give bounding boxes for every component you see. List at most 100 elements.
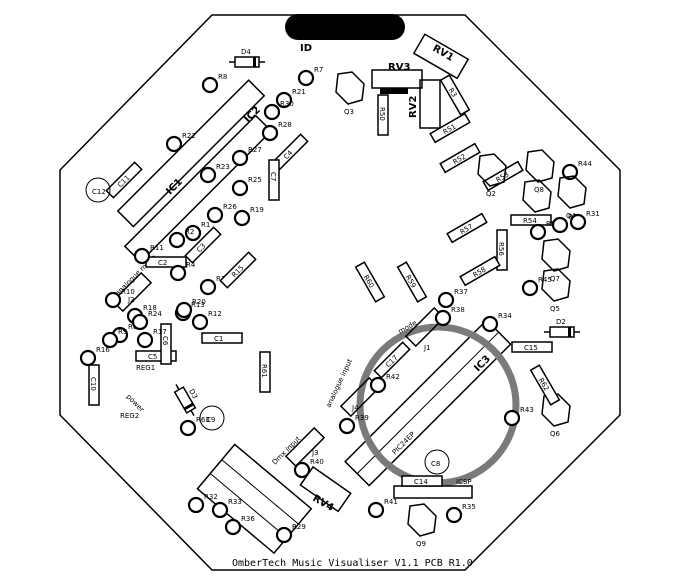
j4-label: J4	[351, 404, 359, 412]
footprint-r33: R33	[211, 498, 242, 519]
ref-r56: R56	[497, 242, 505, 256]
ref-r38: R38	[451, 306, 465, 314]
footprint-c17: C17	[373, 341, 411, 379]
footprint-q2: Q2	[477, 153, 507, 198]
ref-c8: C8	[431, 460, 440, 468]
rv1-label: RV1	[431, 43, 456, 64]
footprint-r29: R29	[275, 523, 306, 544]
footprint-c10: C10	[88, 364, 100, 406]
footprint-r50: R50	[377, 94, 389, 136]
ref-r12: R12	[208, 310, 222, 318]
footprint-d3: D3	[173, 384, 199, 416]
ref-r27: R27	[248, 146, 262, 154]
ref-r23: R23	[216, 163, 230, 171]
footprint-c1: C1	[201, 332, 243, 344]
ref-r26: R26	[223, 203, 237, 211]
ref-q3: Q3	[344, 108, 354, 116]
footprint-r44: R44	[561, 160, 592, 181]
footprint-r24: R24	[131, 310, 162, 331]
ref-c10: C10	[89, 377, 97, 391]
footprint-r38: R38	[434, 306, 465, 327]
pic-label: PIC24EP	[391, 430, 417, 456]
footprint-r42: R42	[369, 373, 400, 394]
footprint-r52: R52	[439, 142, 481, 174]
ref-c9: C9	[206, 416, 215, 424]
footprint-c15: C15	[511, 341, 553, 353]
footprint-r36: R36	[224, 515, 255, 536]
ref-c15: C15	[524, 344, 538, 352]
footprint-r27: R27	[231, 146, 262, 167]
ic1-label: IC1	[164, 177, 185, 198]
footprint-r16: R16	[79, 346, 110, 367]
footprint-r56: R56	[496, 229, 508, 271]
footprint-c8: C8	[424, 449, 450, 475]
ref-q5: Q5	[550, 305, 560, 313]
ref-r43: R43	[520, 406, 534, 414]
ref-c6: C6	[161, 336, 169, 346]
footprint-q6: Q6	[541, 393, 571, 438]
footprint-r43: R43	[503, 406, 534, 427]
ref-r24: R24	[148, 310, 162, 318]
footprint-c6: C6	[160, 323, 172, 365]
ref-r31: R31	[586, 210, 600, 218]
board-outline	[59, 14, 621, 571]
id-label: ID	[300, 43, 312, 54]
footprint-c5: C5	[135, 350, 177, 362]
ref-r16: R16	[96, 346, 110, 354]
footprint-q9: Q9	[407, 503, 437, 548]
ref-r39: R39	[355, 414, 369, 422]
ref-r42: R42	[386, 373, 400, 381]
footprint-r39: R39	[338, 414, 369, 435]
ref-r45: R45	[538, 276, 552, 284]
footprint-c12: C12	[85, 177, 111, 203]
footprint-r17: R17	[136, 328, 167, 349]
footprint-r4: R4	[169, 261, 196, 282]
rv4-label: RV4	[311, 493, 336, 514]
j2-label: J2	[127, 296, 135, 304]
footprint-r35: R35	[445, 503, 476, 524]
ref-r63: R63	[196, 416, 210, 424]
ref-c12: C12	[92, 188, 106, 196]
footprint-c9: C9	[199, 405, 225, 431]
ref-r50: R50	[378, 107, 386, 121]
ref-r9: R9	[118, 328, 127, 336]
reg1-label: REG1	[136, 364, 155, 372]
footprint-r22: R22	[165, 132, 196, 153]
ref-r40: R40	[310, 458, 324, 466]
footprint-r58: R58	[459, 255, 501, 287]
ref-r35: R35	[462, 503, 476, 511]
rv2-pot	[419, 79, 441, 129]
ref-r18: R18	[143, 304, 157, 312]
footprint-r25: R25	[231, 176, 262, 197]
icsp-label: ICSP	[456, 478, 472, 486]
ref-q8: Q8	[534, 186, 544, 194]
footprint-r8: R8	[201, 73, 227, 94]
ref-r1: R1	[201, 221, 210, 229]
ref-r34: R34	[498, 312, 512, 320]
footprint-q3: Q3	[335, 71, 365, 116]
footprint-r10: R10	[104, 288, 135, 309]
ref-r32: R32	[204, 493, 218, 501]
ref-r10: R10	[121, 288, 135, 296]
j3-label: J3	[311, 449, 319, 457]
ref-r29: R29	[292, 523, 306, 531]
ref-c14: C14	[414, 478, 428, 486]
ref-d2: D2	[556, 318, 566, 326]
footprint-r19: R19	[233, 206, 264, 227]
ref-r19: R19	[250, 206, 264, 214]
footprint-r12: R12	[191, 310, 222, 331]
ref-r37: R37	[454, 288, 468, 296]
footprint-r1: R1	[184, 221, 210, 242]
ref-q7: Q7	[550, 275, 560, 283]
footprint-r26: R26	[206, 203, 237, 224]
ref-c5: C5	[148, 353, 157, 361]
footprint-c7: C7	[268, 159, 280, 201]
footprint-r30: R30	[263, 100, 294, 121]
ref-q4: Q4	[566, 212, 577, 220]
ref-r6: R6	[128, 323, 138, 331]
footprint-r61: R61	[259, 351, 271, 393]
footprint-r28: R28	[261, 121, 292, 142]
ref-r8: R8	[218, 73, 227, 81]
